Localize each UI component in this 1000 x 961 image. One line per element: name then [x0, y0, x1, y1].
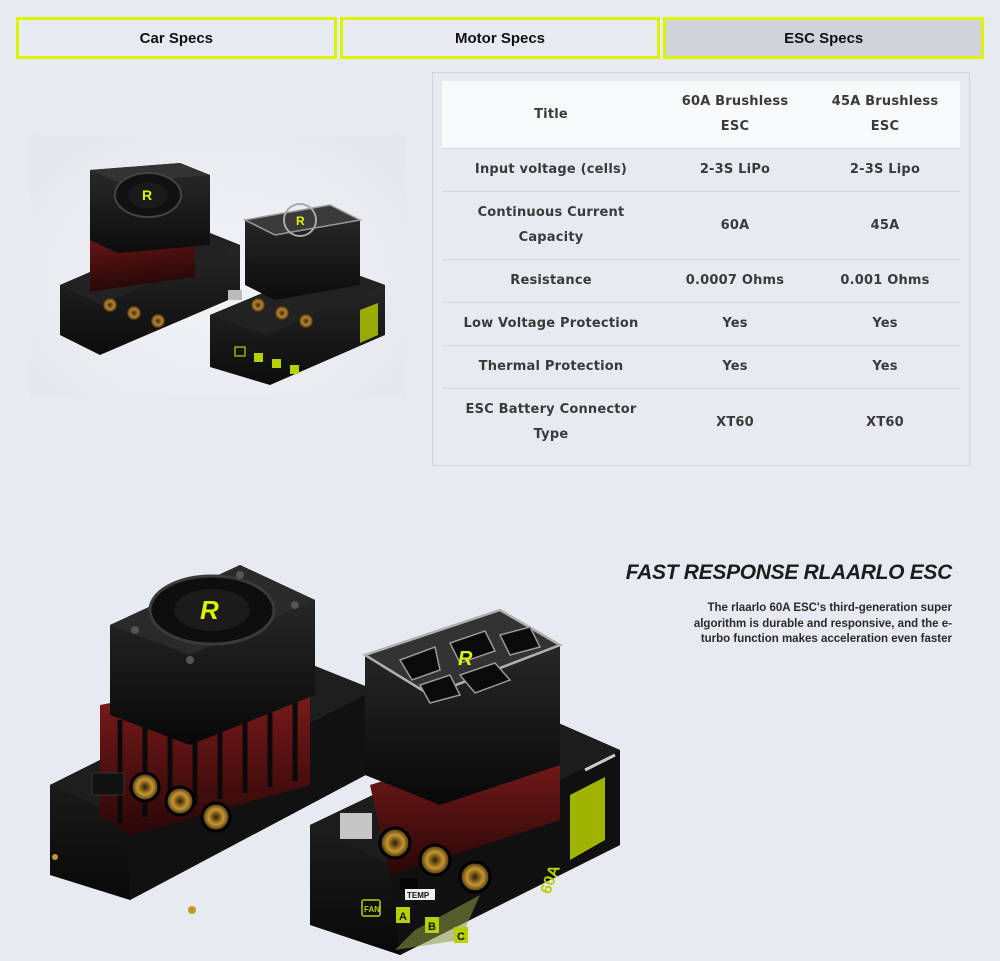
svg-text:B: B: [428, 921, 436, 933]
svg-text:TEMP: TEMP: [407, 891, 430, 900]
svg-text:C: C: [457, 931, 465, 943]
row-value-45a: 45A: [810, 191, 960, 260]
feature-headline: FAST RESPONSE RLAARLO ESC: [625, 561, 953, 584]
table-row: Thermal Protection Yes Yes: [442, 345, 960, 389]
spec-tabs: Car Specs Motor Specs ESC Specs: [16, 17, 985, 59]
row-value-45a: Yes: [810, 345, 960, 389]
row-label: Resistance: [442, 259, 660, 303]
row-value-45a: Yes: [810, 302, 960, 346]
svg-text:R: R: [142, 187, 152, 203]
esc-spec-table-container: Title 60A Brushless ESC 45A Brushless ES…: [432, 72, 970, 466]
svg-text:FAN: FAN: [364, 905, 380, 914]
table-row: Continuous Current Capacity 60A 45A: [442, 191, 960, 260]
row-value-60a: Yes: [660, 302, 810, 346]
esc-pair-illustration-large: R R FAN TEMP: [50, 565, 620, 955]
row-label: Thermal Protection: [442, 345, 660, 389]
header-60a-esc: 60A Brushless ESC: [660, 81, 810, 149]
header-title: Title: [442, 81, 660, 149]
table-header-row: Title 60A Brushless ESC 45A Brushless ES…: [442, 81, 960, 149]
tab-esc-specs[interactable]: ESC Specs: [663, 17, 985, 59]
table-row: Input voltage (cells) 2-3S LiPo 2-3S Lip…: [442, 148, 960, 192]
table-row: Resistance 0.0007 Ohms 0.001 Ohms: [442, 259, 960, 303]
row-value-60a: XT60: [716, 414, 754, 430]
row-value-60a: 0.0007 Ohms: [660, 259, 810, 303]
row-value-60a: Yes: [660, 345, 810, 389]
esc-product-image-small: R R: [30, 135, 406, 397]
esc-spec-table: Title 60A Brushless ESC 45A Brushless ES…: [442, 81, 960, 456]
table-row: ESC Battery Connector Type XT60 XT60: [442, 388, 960, 456]
brand-logo-icon: R: [200, 595, 219, 625]
esc-product-image-large: R R FAN TEMP: [40, 555, 650, 961]
row-label: Input voltage (cells): [442, 148, 660, 192]
row-label: Continuous Current Capacity: [442, 191, 660, 260]
tab-motor-specs[interactable]: Motor Specs: [339, 17, 661, 59]
svg-text:R: R: [458, 648, 473, 670]
tab-car-specs[interactable]: Car Specs: [16, 17, 337, 59]
row-label: Low Voltage Protection: [442, 302, 660, 346]
row-value-60a: 2-3S LiPo: [660, 148, 810, 192]
row-value-60a: 60A: [660, 191, 810, 260]
svg-text:R: R: [296, 214, 305, 228]
row-value-45a: 0.001 Ohms: [810, 259, 960, 303]
feature-description: The rlaarlo 60A ESC's third-generation s…: [693, 602, 952, 645]
esc-pair-illustration: R R: [60, 163, 385, 385]
row-value-45a: XT60: [866, 414, 904, 430]
row-label: ESC Battery Connector Type: [465, 402, 637, 443]
svg-text:A: A: [399, 911, 407, 923]
header-45a-esc: 45A Brushless ESC: [810, 81, 960, 149]
row-value-45a: 2-3S Lipo: [810, 148, 960, 192]
table-row: Low Voltage Protection Yes Yes: [442, 302, 960, 346]
